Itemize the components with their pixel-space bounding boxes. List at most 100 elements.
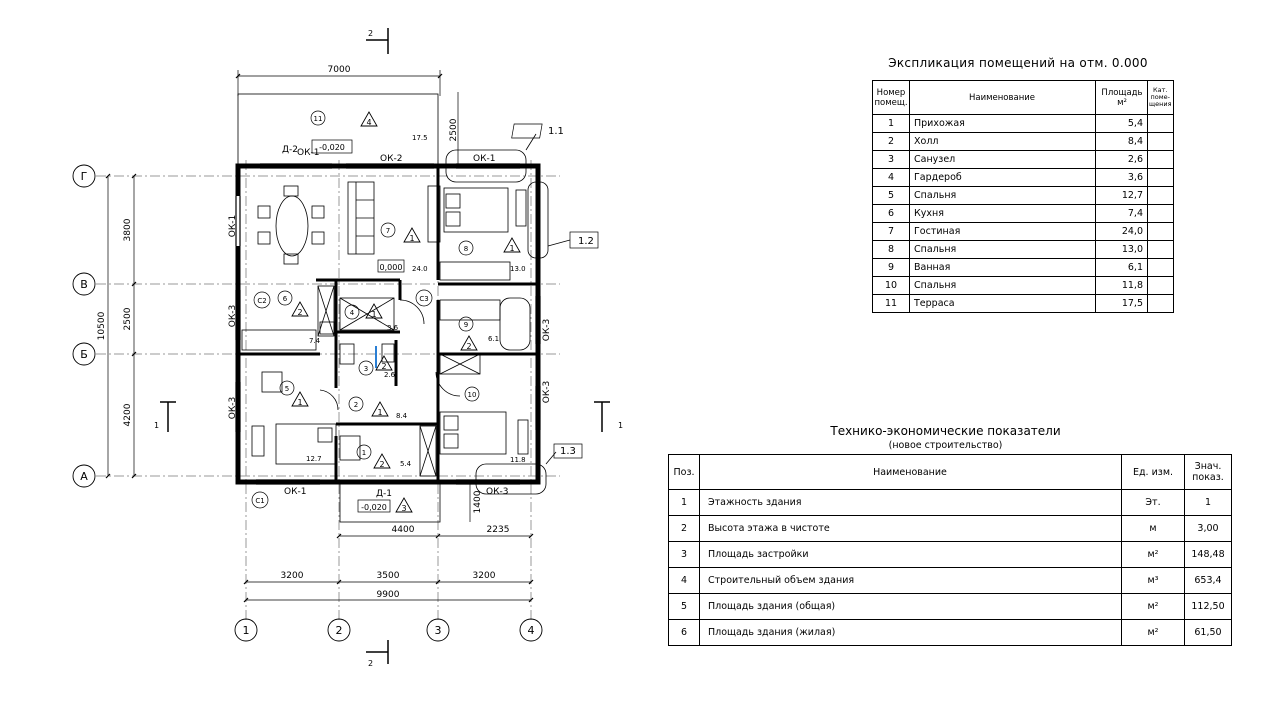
cabinet-label: С2 xyxy=(257,297,266,305)
room-category-cell xyxy=(1147,168,1174,187)
tep-name-cell: Этажность здания xyxy=(699,489,1122,516)
window-label: ОК-2 xyxy=(380,154,402,164)
room-area-cell: 17,5 xyxy=(1095,294,1148,313)
finish-mark: 1 xyxy=(371,310,376,319)
room-name-cell: Спальня xyxy=(909,276,1096,295)
room-area: 6.1 xyxy=(488,335,499,343)
exterior-walls xyxy=(235,163,541,485)
finish-mark: 1 xyxy=(377,408,382,417)
finish-mark: 2 xyxy=(381,362,386,371)
tep-value-cell: 61,50 xyxy=(1184,619,1232,646)
room-area-cell: 24,0 xyxy=(1095,222,1148,241)
tep-name-cell: Строительный объем здания xyxy=(699,567,1122,594)
header-number: Номер помещ. xyxy=(872,80,910,115)
finish-triangles xyxy=(291,111,521,513)
room-number-cell: 10 xyxy=(872,276,910,295)
room-area: 11.8 xyxy=(510,456,526,464)
window-label: ОК-3 xyxy=(542,319,552,341)
room-name-cell: Ванная xyxy=(909,258,1096,277)
tep-value-cell: 3,00 xyxy=(1184,515,1232,542)
tep-header-row: Поз. Наименование Ед. изм. Знач. показ. xyxy=(668,454,1232,490)
room-category-cell xyxy=(1147,204,1174,223)
section-label-top: 2 xyxy=(368,29,373,38)
room-name-cell: Терраса xyxy=(909,294,1096,313)
room-area: 12.7 xyxy=(306,455,322,463)
room-number: 11 xyxy=(314,115,323,123)
room-category-cell xyxy=(1147,294,1174,313)
dim-room-2: 3500 xyxy=(377,571,400,581)
dimension-ticks xyxy=(105,73,534,603)
window-label: ОК-3 xyxy=(228,397,238,419)
room-area-cell: 2,6 xyxy=(1095,150,1148,169)
door-label: Д-1 xyxy=(376,489,392,499)
room-number: 3 xyxy=(364,365,368,373)
room-number: 2 xyxy=(354,401,358,409)
room-area: 7.4 xyxy=(309,337,321,345)
tep-value-cell: 653,4 xyxy=(1184,567,1232,594)
room-name-cell: Прихожая xyxy=(909,114,1096,133)
room-circles xyxy=(251,110,480,509)
axis-label-col: 3 xyxy=(435,624,442,637)
finish-mark: 1 xyxy=(409,234,414,243)
room-number: 7 xyxy=(386,227,390,235)
room-category-cell xyxy=(1147,222,1174,241)
window-label: ОК-1 xyxy=(473,154,495,164)
tep-name-cell: Площадь здания (общая) xyxy=(699,593,1122,620)
window-marks xyxy=(235,163,541,485)
section-markers xyxy=(160,28,610,664)
section-label-left: 1 xyxy=(154,421,159,430)
room-number: 6 xyxy=(283,295,288,303)
header-category: Кат. поме- щения xyxy=(1147,80,1174,115)
callout-label: 1.3 xyxy=(560,446,576,457)
room-name-cell: Гардероб xyxy=(909,168,1096,187)
dimension-lines xyxy=(107,70,531,601)
door-label: Д-2 xyxy=(282,145,298,155)
tep-unit-cell: Эт. xyxy=(1121,489,1185,516)
dim-left-3: 4200 xyxy=(123,403,133,426)
room-number-cell: 6 xyxy=(872,204,910,223)
section-label-right: 1 xyxy=(618,421,623,430)
room-name-cell: Гостиная xyxy=(909,222,1096,241)
room-category-cell xyxy=(1147,114,1174,133)
tep-name-cell: Высота этажа в чистоте xyxy=(699,515,1122,542)
room-area: 17.5 xyxy=(412,134,428,142)
room-number-cell: 7 xyxy=(872,222,910,241)
room-category-cell xyxy=(1147,240,1174,259)
finish-mark: 2 xyxy=(466,342,471,351)
header-name: Наименование xyxy=(699,454,1122,490)
furniture xyxy=(241,181,531,477)
room-number-cell: 1 xyxy=(872,114,910,133)
level-mark: 0,000 xyxy=(380,263,403,272)
dim-terrace: 2500 xyxy=(449,118,459,141)
level-boxes xyxy=(311,139,405,513)
dim-left-total: 10500 xyxy=(97,311,107,340)
cabinet-label: С3 xyxy=(419,295,428,303)
finish-mark: 4 xyxy=(366,118,371,127)
axis-label-col: 2 xyxy=(336,624,343,637)
tep-pos-cell: 4 xyxy=(668,567,700,594)
dim-bottom-mid-2: 2235 xyxy=(487,525,510,535)
room-name-cell: Спальня xyxy=(909,240,1096,259)
dim-room-1: 3200 xyxy=(281,571,304,581)
tep-table: Поз. Наименование Ед. изм. Знач. показ. … xyxy=(668,454,1232,646)
axis-label-row: Б xyxy=(80,348,88,361)
room-number-cell: 11 xyxy=(872,294,910,313)
room-area-cell: 11,8 xyxy=(1095,276,1148,295)
dim-porch: 1400 xyxy=(473,490,483,513)
room-area-cell: 6,1 xyxy=(1095,258,1148,277)
room-number: 5 xyxy=(285,385,289,393)
room-number: 4 xyxy=(350,309,355,317)
room-area-cell: 13,0 xyxy=(1095,240,1148,259)
tep-unit-cell: м xyxy=(1121,515,1185,542)
